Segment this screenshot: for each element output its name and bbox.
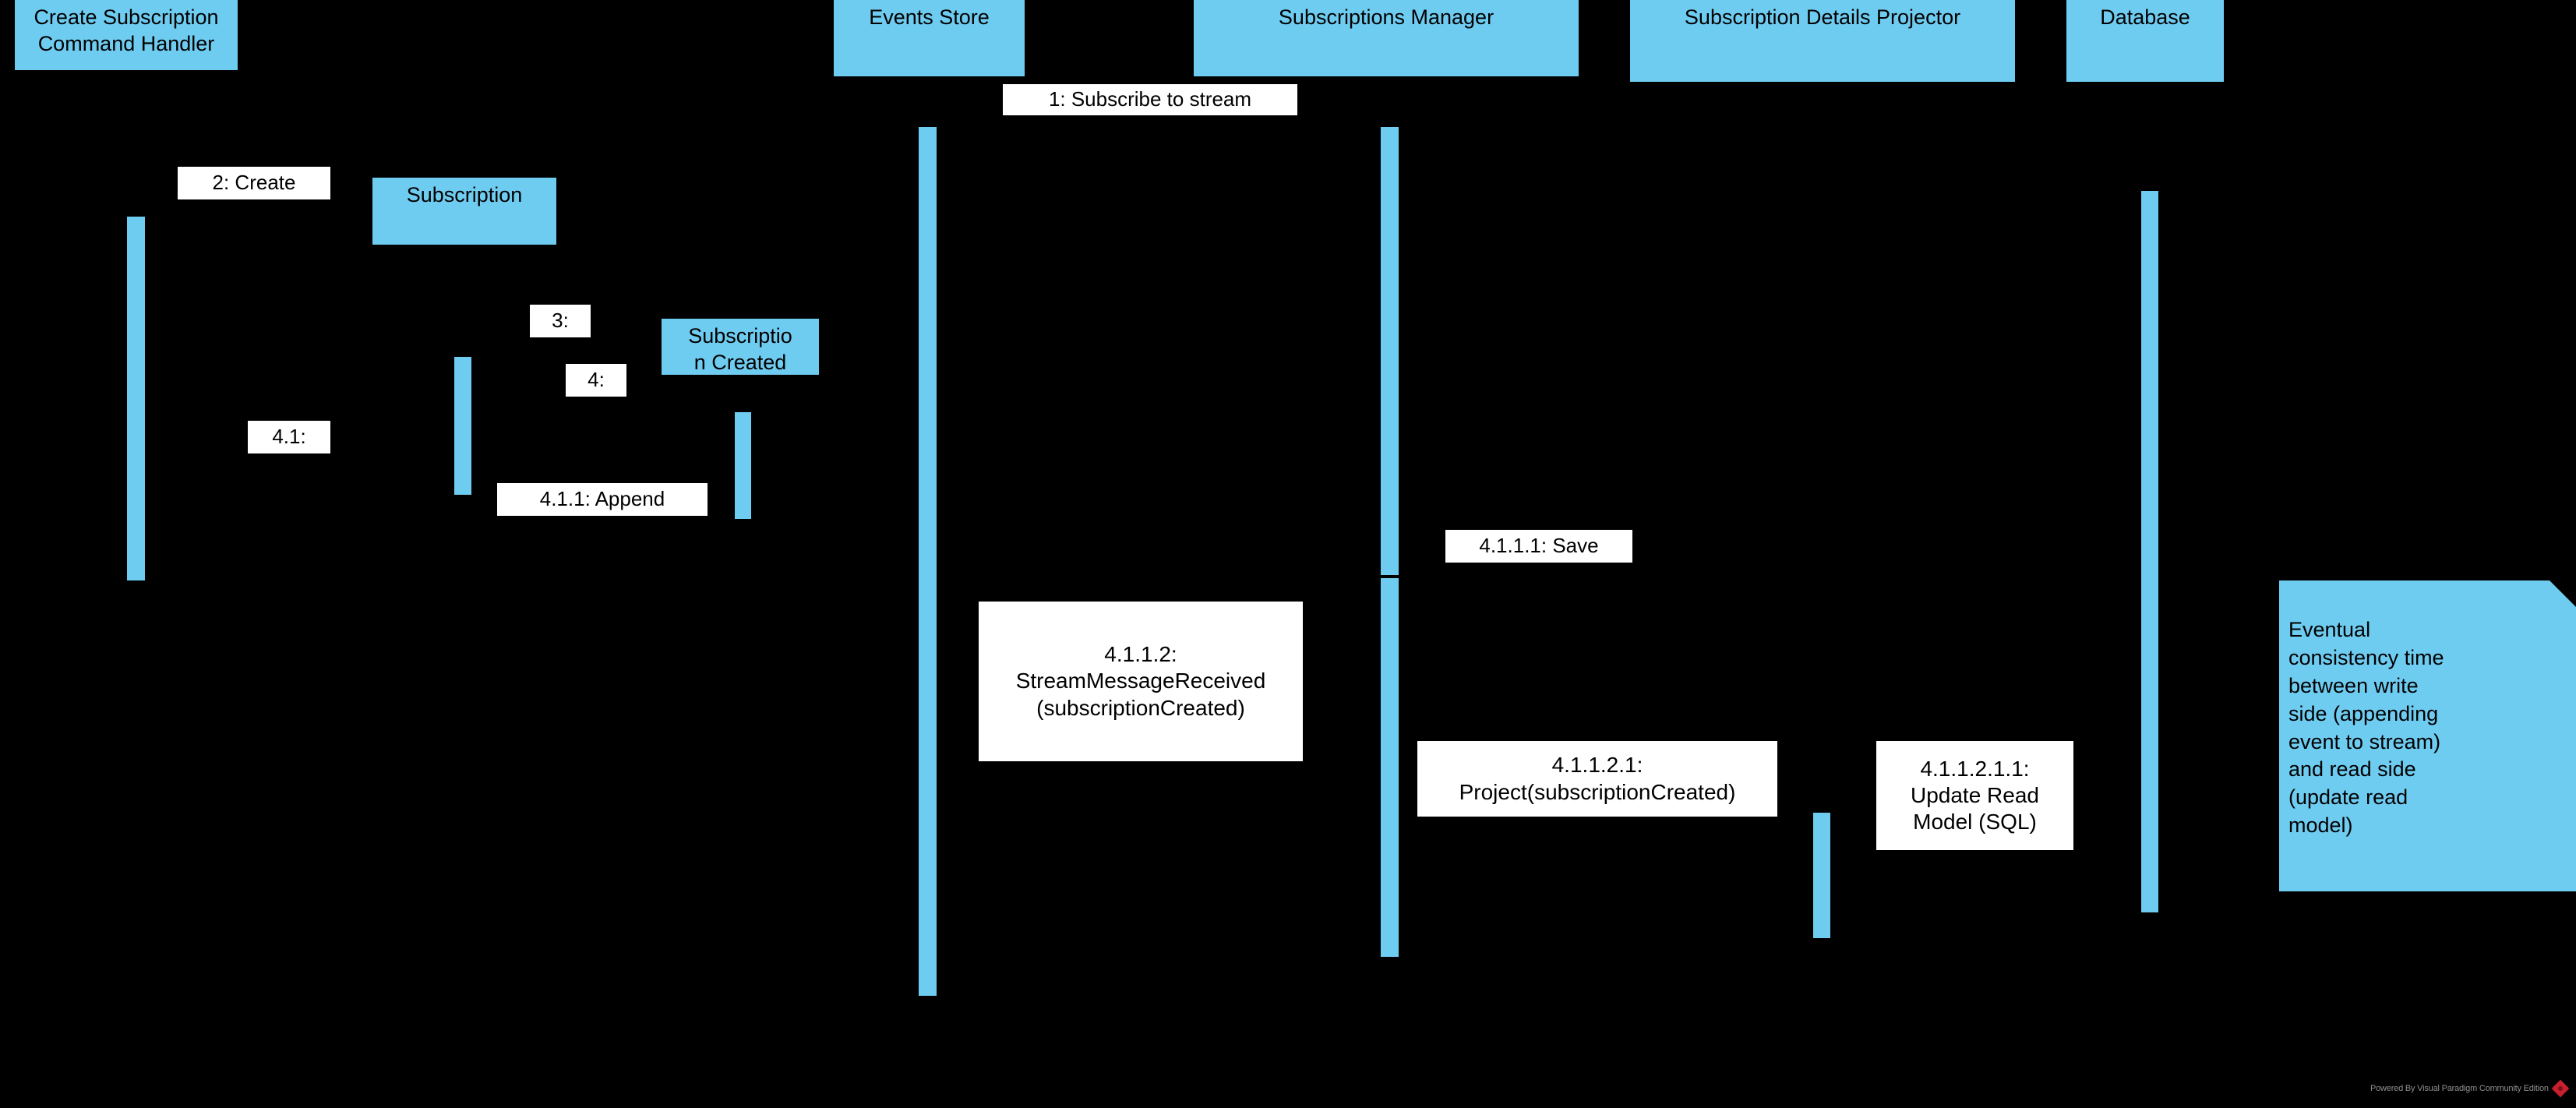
message-label-3[interactable]: 3: bbox=[530, 305, 591, 337]
message-label-4-1-1-2-1-1-update-read-model[interactable]: 4.1.1.2.1.1: Update Read Model (SQL) bbox=[1876, 741, 2073, 850]
message-text: 1: Subscribe to stream bbox=[1048, 87, 1252, 111]
object-box-subscription[interactable]: Subscription bbox=[372, 178, 556, 245]
message-text: 4.1.1.2: StreamMessageReceived (subscrip… bbox=[1015, 642, 1266, 720]
lifeline-header-subscriptions-manager[interactable]: Subscriptions Manager bbox=[1194, 0, 1579, 76]
activation-bar-events-store bbox=[919, 127, 937, 996]
lifeline-label: Subscriptions Manager bbox=[1278, 5, 1494, 29]
visual-paradigm-logo-icon bbox=[2551, 1079, 2570, 1098]
note-eventual-consistency[interactable]: Eventual consistency time between write … bbox=[2279, 580, 2576, 891]
object-label: Subscription bbox=[406, 183, 523, 206]
activation-bar-subscription bbox=[454, 357, 471, 495]
message-label-1-subscribe-to-stream[interactable]: 1: Subscribe to stream bbox=[1003, 84, 1297, 115]
lifeline-header-subscription-details-projector[interactable]: Subscription Details Projector bbox=[1630, 0, 2015, 82]
activation-bar-create-subscription-command-handler bbox=[127, 217, 145, 580]
note-text: Eventual consistency time between write … bbox=[2288, 617, 2444, 838]
message-label-4-1-1-2-streammessagereceived[interactable]: 4.1.1.2: StreamMessageReceived (subscrip… bbox=[979, 602, 1303, 761]
activation-bar-subscriptions-manager-1 bbox=[1381, 127, 1399, 575]
message-text: 4.1.1.1: Save bbox=[1479, 534, 1599, 558]
activation-bar-subscription-details-projector bbox=[1813, 813, 1830, 938]
watermark-visual-paradigm: Powered By Visual Paradigm Community Edi… bbox=[2370, 1079, 2570, 1098]
message-text: 4.1.1.2.1: Project(subscriptionCreated) bbox=[1459, 753, 1736, 804]
object-label: Subscriptio n Created bbox=[688, 324, 792, 374]
object-box-subscription-created[interactable]: Subscriptio n Created bbox=[662, 319, 819, 375]
lifeline-header-events-store[interactable]: Events Store bbox=[834, 0, 1025, 76]
lifeline-label: Subscription Details Projector bbox=[1684, 5, 1961, 29]
lifeline-header-create-subscription-command-handler[interactable]: Create Subscription Command Handler bbox=[15, 0, 238, 70]
activation-bar-subscription-created bbox=[735, 412, 751, 519]
lifeline-label: Create Subscription Command Handler bbox=[34, 5, 219, 55]
message-label-4[interactable]: 4: bbox=[566, 364, 626, 397]
activation-bar-subscriptions-manager-2 bbox=[1381, 578, 1399, 957]
message-text: 3: bbox=[552, 309, 569, 333]
watermark-text: Powered By Visual Paradigm Community Edi… bbox=[2370, 1084, 2549, 1093]
message-text: 4: bbox=[588, 368, 605, 392]
activation-bar-database bbox=[2141, 191, 2158, 912]
lifeline-label: Events Store bbox=[869, 5, 990, 29]
message-label-2-create[interactable]: 2: Create bbox=[178, 167, 330, 199]
message-text: 4.1.1.2.1.1: Update Read Model (SQL) bbox=[1910, 756, 2039, 835]
lifeline-header-database[interactable]: Database bbox=[2066, 0, 2224, 82]
message-text: 2: Create bbox=[212, 171, 296, 195]
lifeline-label: Database bbox=[2100, 5, 2190, 29]
message-text: 4.1: bbox=[272, 425, 306, 449]
message-label-4-1-1-2-1-project[interactable]: 4.1.1.2.1: Project(subscriptionCreated) bbox=[1417, 741, 1777, 817]
message-label-4-1-1-append[interactable]: 4.1.1: Append bbox=[497, 483, 708, 516]
message-label-4-1-1-1-save[interactable]: 4.1.1.1: Save bbox=[1445, 530, 1632, 563]
message-text: 4.1.1: Append bbox=[539, 487, 665, 511]
message-label-4-1[interactable]: 4.1: bbox=[248, 421, 330, 453]
